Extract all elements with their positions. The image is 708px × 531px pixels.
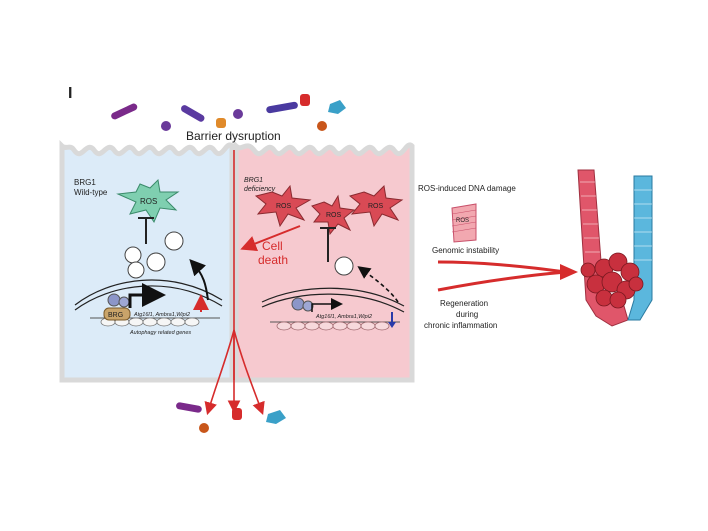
wildtype-line1: BRG1 <box>74 178 96 187</box>
regeneration-line1: Regeneration <box>440 299 488 308</box>
nucleosomes-def <box>276 321 390 331</box>
ros-star-red-1 <box>254 184 312 228</box>
brg-label: BRG <box>108 312 123 319</box>
crypt-tumor <box>577 169 653 327</box>
wt-genes-caption: Autophagy related genes <box>129 330 191 336</box>
ros-label-red-1: ROS <box>276 203 292 210</box>
ros-label-green: ROS <box>140 197 157 206</box>
genomic-instability-label: Genomic instability <box>432 246 499 255</box>
autophagosome-def <box>334 256 354 276</box>
deficient-line1: BRG1 <box>244 177 263 184</box>
ros-label-red-2: ROS <box>326 212 342 219</box>
regeneration-line3: chronic inflammation <box>424 321 497 330</box>
deficient-cell: BRG1 deficiency ROS ROS ROS Cell death <box>233 139 415 383</box>
converging-arrows <box>437 260 578 292</box>
ros-cell-icon <box>451 203 477 243</box>
ros-cell-label: ROS <box>456 218 469 224</box>
cell-death-line2: death <box>258 253 288 267</box>
cell-death-line1: Cell <box>262 239 283 253</box>
dna-damage-label: ROS-induced DNA damage <box>418 184 516 193</box>
microbes-top <box>111 94 346 131</box>
wildtype-cell: BRG1 Wild-type ROS <box>59 139 235 383</box>
ros-star-green <box>116 178 180 224</box>
regeneration-line2: during <box>456 310 478 319</box>
ros-star-red-2 <box>311 194 356 236</box>
microbes-bottom <box>176 402 286 433</box>
autophagosomes <box>124 231 184 279</box>
barrier-dysruption-label: Barrier dysruption <box>186 129 281 143</box>
deficient-line2: deficiency <box>244 186 276 193</box>
wildtype-line2: Wild-type <box>74 188 108 197</box>
wt-genes: Atg16l1, Ambra1,Wipi2 <box>133 312 190 318</box>
ros-label-red-3: ROS <box>368 203 384 210</box>
def-genes: Atg16l1, Ambra1,Wipi2 <box>315 314 372 320</box>
panel-label: I <box>68 85 72 102</box>
barrier-dysruption-arrows <box>204 150 265 416</box>
ros-star-red-3 <box>348 184 404 228</box>
